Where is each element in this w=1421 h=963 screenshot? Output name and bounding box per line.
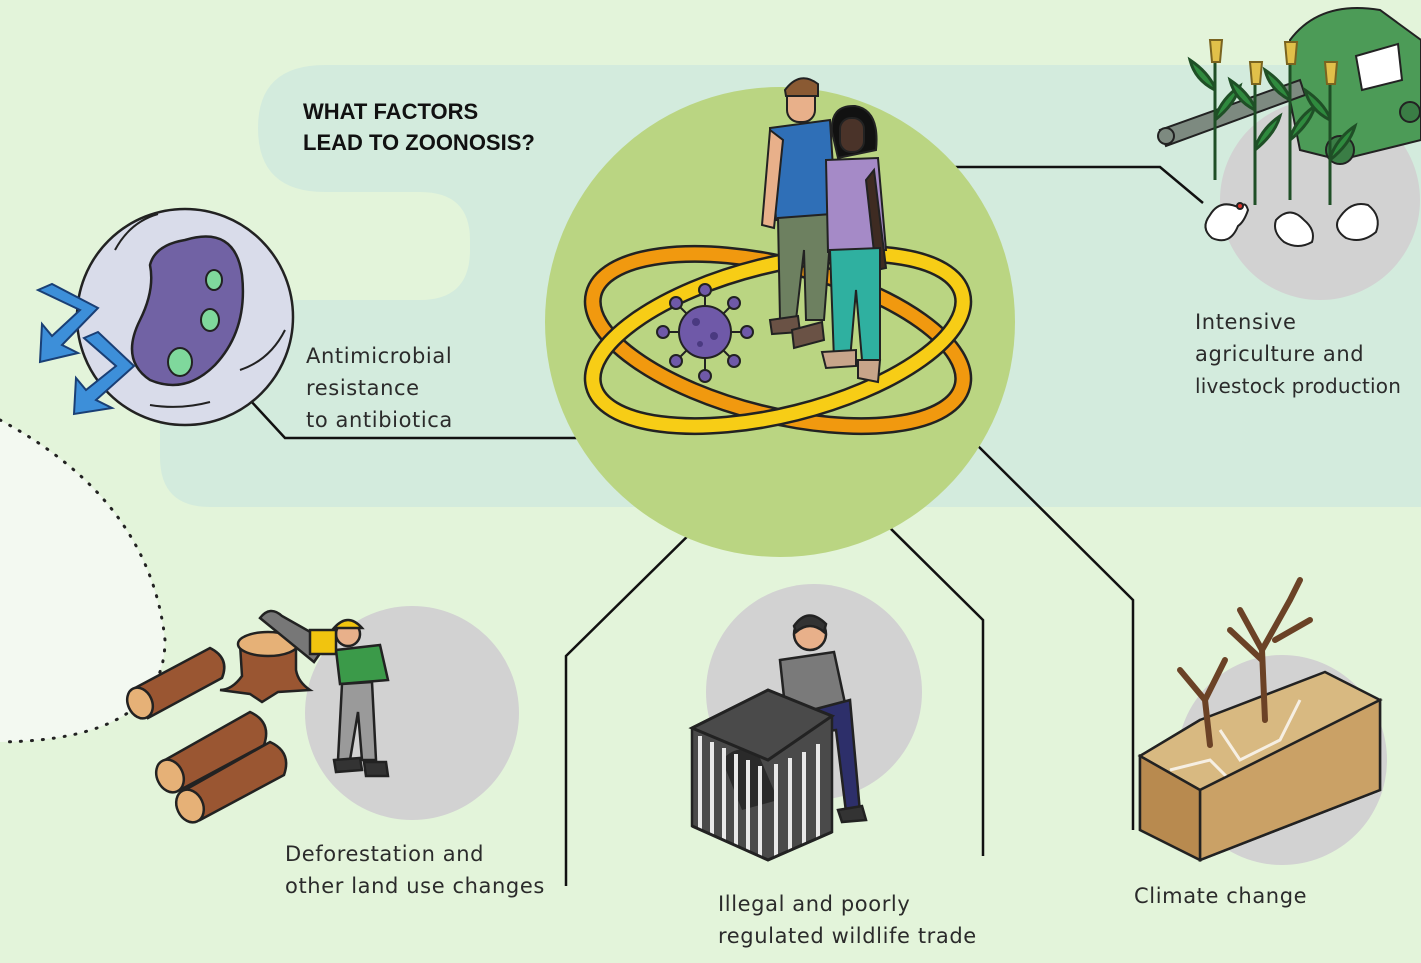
connector-lines	[249, 165, 1204, 886]
stump-icon	[219, 630, 314, 704]
dead-tree-icon	[1177, 577, 1313, 748]
corn-icon	[1187, 39, 1358, 205]
antimicrobial-label: Antimicrobial resistance to antibiotica	[306, 340, 453, 436]
climate-label: Climate change	[1134, 880, 1307, 912]
wildlife-label-line-1: Illegal and poorly	[718, 892, 911, 916]
dotted-boundary	[0, 418, 167, 744]
cage-icon	[688, 688, 836, 862]
virus-icon	[656, 283, 754, 383]
people-icon	[760, 77, 888, 384]
agriculture-label-line-2: agriculture and	[1195, 342, 1365, 366]
deforestation-label-line-1: Deforestation and	[285, 842, 485, 866]
tractor-icon	[1157, 7, 1421, 165]
dry-soil-icon	[1137, 670, 1383, 863]
climate-label-line-1: Climate change	[1134, 884, 1308, 908]
dotted-region	[0, 420, 165, 742]
title-line-2: LEAD TO ZOONOSIS?	[303, 130, 535, 155]
antimicrobial-label-line-1: Antimicrobial	[306, 344, 453, 368]
resistance-arrow-icon	[35, 282, 136, 416]
log-icon	[125, 646, 288, 824]
agriculture-label-line-3: livestock production	[1195, 374, 1402, 398]
chicken-icon	[1204, 202, 1379, 247]
wildlife-label: Illegal and poorly regulated wildlife tr…	[718, 888, 977, 952]
antimicrobial-label-line-3: to antibiotica	[306, 408, 453, 432]
agriculture-label: Intensive agriculture and livestock prod…	[1195, 306, 1401, 402]
deforestation-label: Deforestation and other land use changes	[285, 838, 545, 902]
wildlife-label-line-2: regulated wildlife trade	[718, 924, 977, 948]
diagram-title: WHAT FACTORS LEAD TO ZOONOSIS?	[303, 96, 535, 158]
lumberjack-icon	[258, 609, 390, 778]
agriculture-label-line-1: Intensive	[1195, 310, 1297, 334]
bacteria-icon	[75, 207, 295, 427]
deforestation-label-line-2: other land use changes	[285, 874, 545, 898]
antimicrobial-label-line-2: resistance	[306, 376, 420, 400]
title-line-1: WHAT FACTORS	[303, 99, 479, 124]
